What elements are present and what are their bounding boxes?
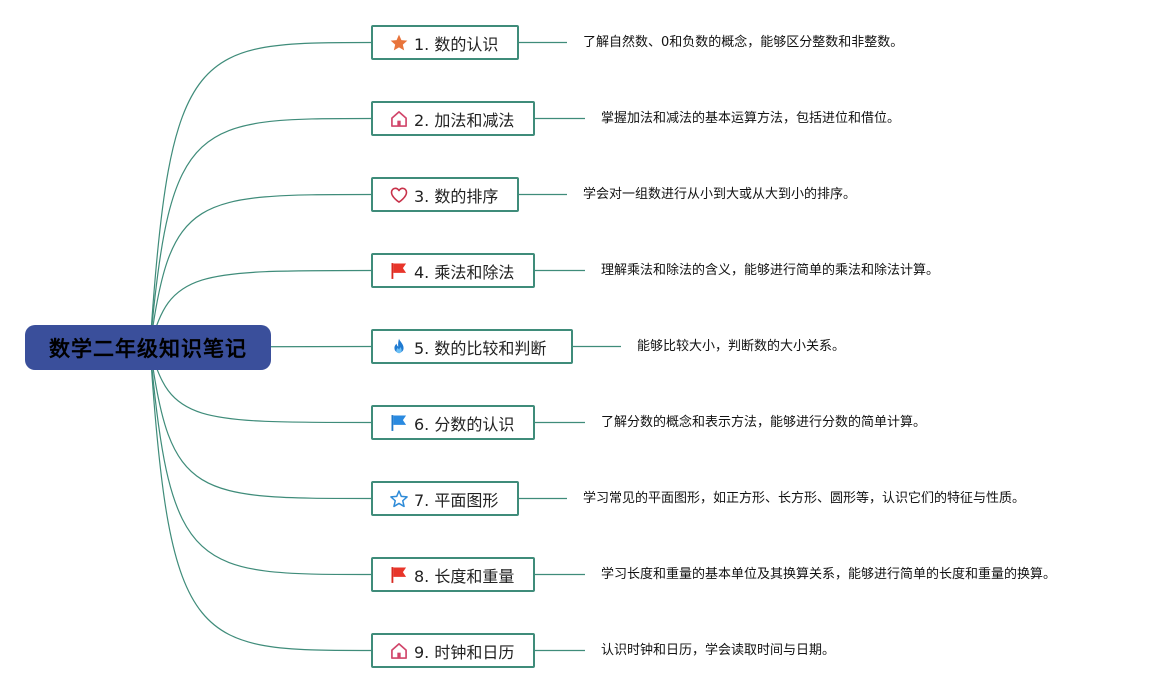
heart-icon [388, 184, 410, 206]
topic-label: 4. 乘法和除法 [414, 262, 515, 282]
branch-line-1 [149, 41, 372, 348]
topic-label: 2. 加法和减法 [414, 110, 515, 130]
branch-line-3 [149, 193, 372, 348]
branch-line-4 [149, 269, 372, 348]
blue-flag-icon [388, 412, 410, 434]
topic-description-4: 理解乘法和除法的含义，能够进行简单的乘法和除法计算。 [601, 262, 940, 278]
topic-node-3[interactable]: 3. 数的排序 [371, 177, 519, 212]
house-icon [388, 108, 410, 130]
topic-label: 1. 数的认识 [414, 34, 499, 54]
red-flag-icon [388, 564, 410, 586]
star-outline-icon [388, 488, 410, 510]
topic-node-5[interactable]: 5. 数的比较和判断 [371, 329, 573, 364]
topic-node-2[interactable]: 2. 加法和减法 [371, 101, 535, 136]
topic-description-1: 了解自然数、0和负数的概念，能够区分整数和非整数。 [583, 34, 904, 50]
topic-label: 5. 数的比较和判断 [414, 338, 547, 358]
branch-line-6 [149, 346, 372, 424]
branch-line-7 [149, 346, 372, 500]
topic-description-5: 能够比较大小，判断数的大小关系。 [637, 338, 846, 354]
root-title: 数学二年级知识笔记 [49, 336, 247, 361]
topic-description-3: 学会对一组数进行从小到大或从大到小的排序。 [583, 186, 857, 202]
topic-node-9[interactable]: 9. 时钟和日历 [371, 633, 535, 668]
topic-description-8: 学习长度和重量的基本单位及其换算关系，能够进行简单的长度和重量的换算。 [601, 566, 1057, 582]
flame-icon [388, 336, 410, 358]
branch-line-2 [149, 117, 372, 348]
topic-label: 6. 分数的认识 [414, 414, 515, 434]
topic-description-7: 学习常见的平面图形，如正方形、长方形、圆形等，认识它们的特征与性质。 [583, 490, 1026, 506]
topic-node-1[interactable]: 1. 数的认识 [371, 25, 519, 60]
topic-label: 7. 平面图形 [414, 490, 499, 510]
topic-node-8[interactable]: 8. 长度和重量 [371, 557, 535, 592]
topic-node-6[interactable]: 6. 分数的认识 [371, 405, 535, 440]
branch-line-9 [149, 346, 372, 652]
topic-node-4[interactable]: 4. 乘法和除法 [371, 253, 535, 288]
topic-node-7[interactable]: 7. 平面图形 [371, 481, 519, 516]
topic-label: 8. 长度和重量 [414, 566, 515, 586]
star-filled-icon [388, 32, 410, 54]
house-icon [388, 640, 410, 662]
root-topic[interactable]: 数学二年级知识笔记 [25, 325, 271, 370]
topic-description-6: 了解分数的概念和表示方法，能够进行分数的简单计算。 [601, 414, 927, 430]
topic-label: 3. 数的排序 [414, 186, 499, 206]
red-flag-icon [388, 260, 410, 282]
topic-description-2: 掌握加法和减法的基本运算方法，包括进位和借位。 [601, 110, 901, 126]
topic-description-9: 认识时钟和日历，学会读取时间与日期。 [601, 642, 836, 658]
branch-line-8 [149, 346, 372, 576]
topic-label: 9. 时钟和日历 [414, 642, 515, 662]
